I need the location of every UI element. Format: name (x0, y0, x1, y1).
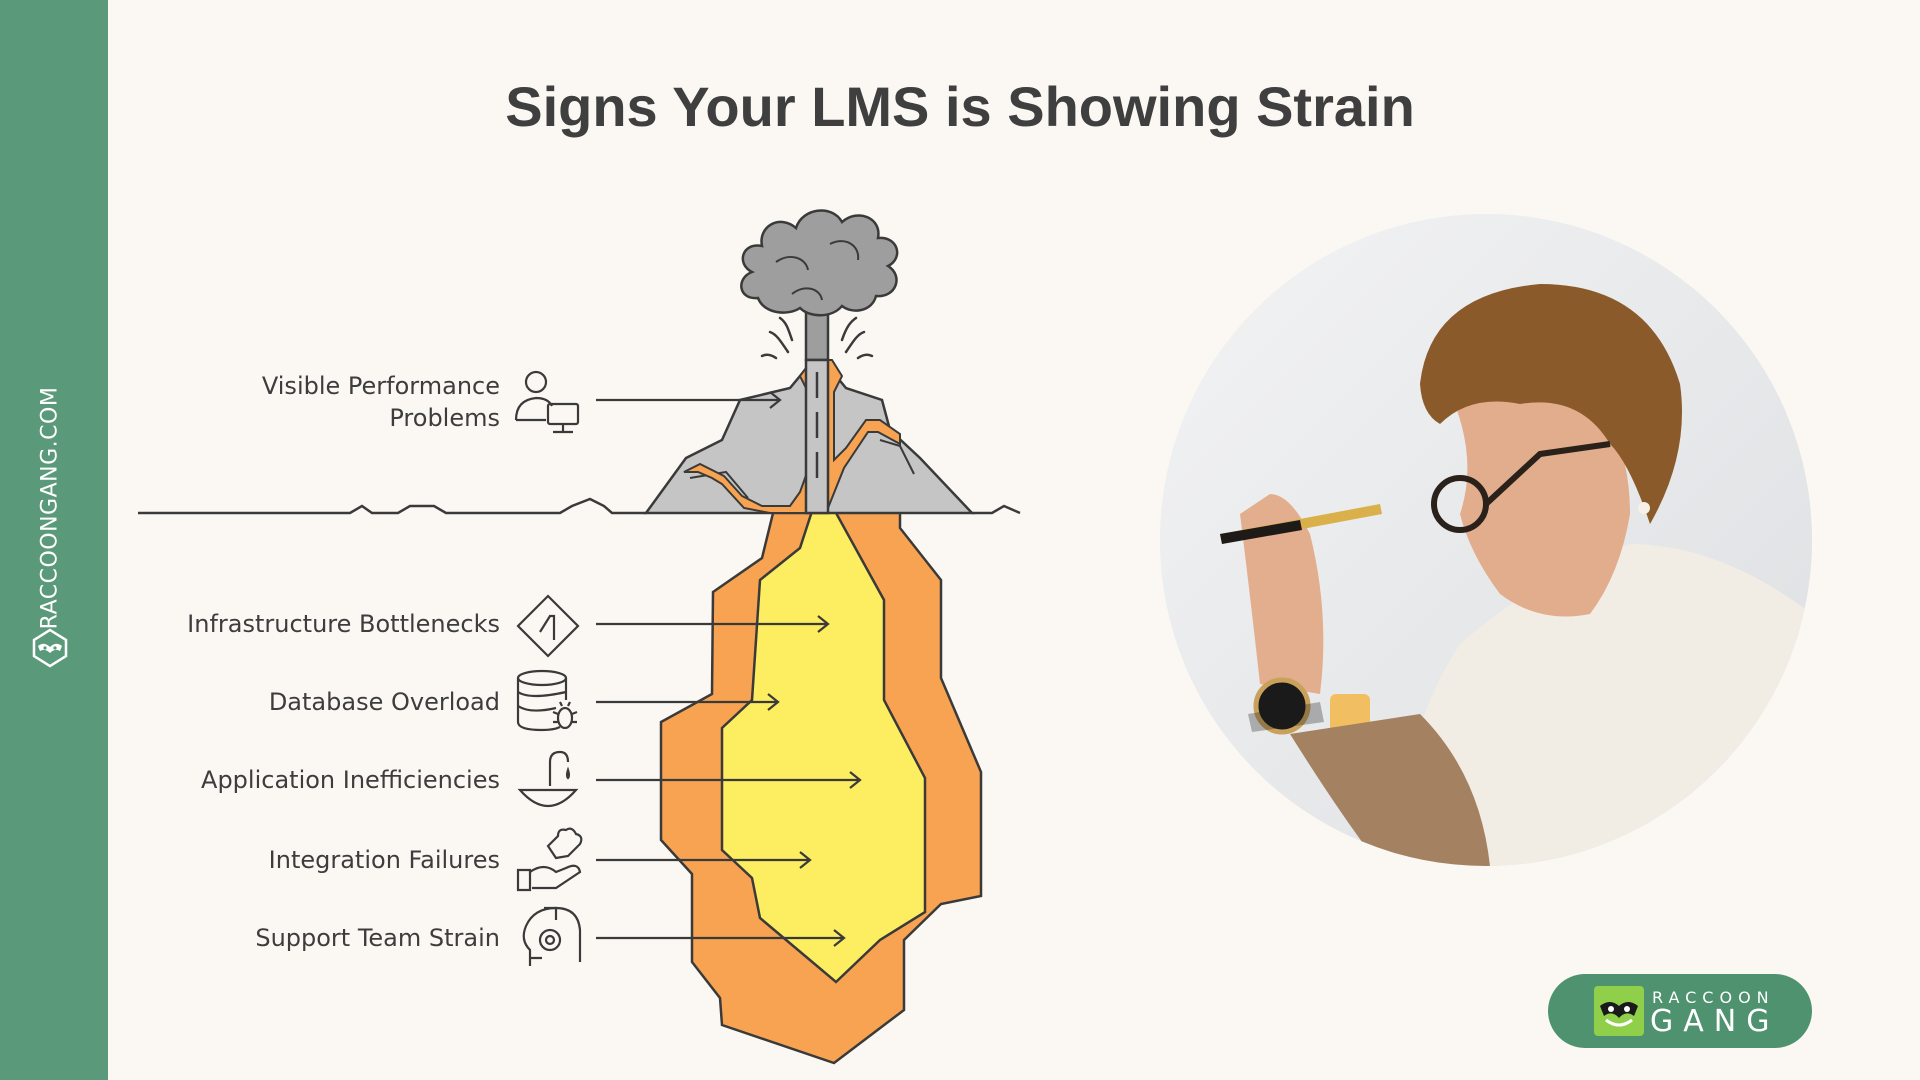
support-headset-icon (522, 906, 582, 966)
faucet-drip-icon (517, 750, 579, 807)
brand-name-line1: RACCOON (1652, 988, 1775, 1007)
sign-arrows (596, 391, 862, 947)
sign-label-support: Support Team Strain (255, 924, 500, 952)
volcano-vent (804, 358, 830, 515)
sidebar: RACCOONGANG.COM (0, 0, 108, 1080)
sign-label-application: Application Inefficiencies (201, 766, 500, 794)
sign-label-integration: Integration Failures (268, 846, 500, 874)
raccoon-gang-badge[interactable]: RACCOON GANG (1548, 974, 1812, 1048)
lava-flows (683, 359, 901, 514)
database-bug-icon (516, 669, 578, 732)
brand-name-line2: GANG (1650, 1004, 1780, 1039)
sign-label-visible-performance: Visible Performance Problems (261, 372, 500, 432)
raccoon-face-icon (1594, 986, 1644, 1036)
sign-label-infrastructure: Infrastructure Bottlenecks (187, 610, 500, 638)
magma-chamber (659, 500, 983, 1065)
page-title: Signs Your LMS is Showing Strain (505, 75, 1415, 138)
eruption-splash (760, 316, 874, 360)
diamond-route-icon (516, 594, 580, 658)
woman-photo (1160, 214, 1812, 866)
ground-line (138, 497, 1021, 515)
raccoon-logo-icon (32, 628, 68, 668)
smoke-cloud (740, 209, 899, 362)
hand-puzzle-icon (516, 827, 583, 892)
sign-label-database: Database Overload (268, 688, 500, 716)
user-monitor-icon (514, 370, 580, 434)
